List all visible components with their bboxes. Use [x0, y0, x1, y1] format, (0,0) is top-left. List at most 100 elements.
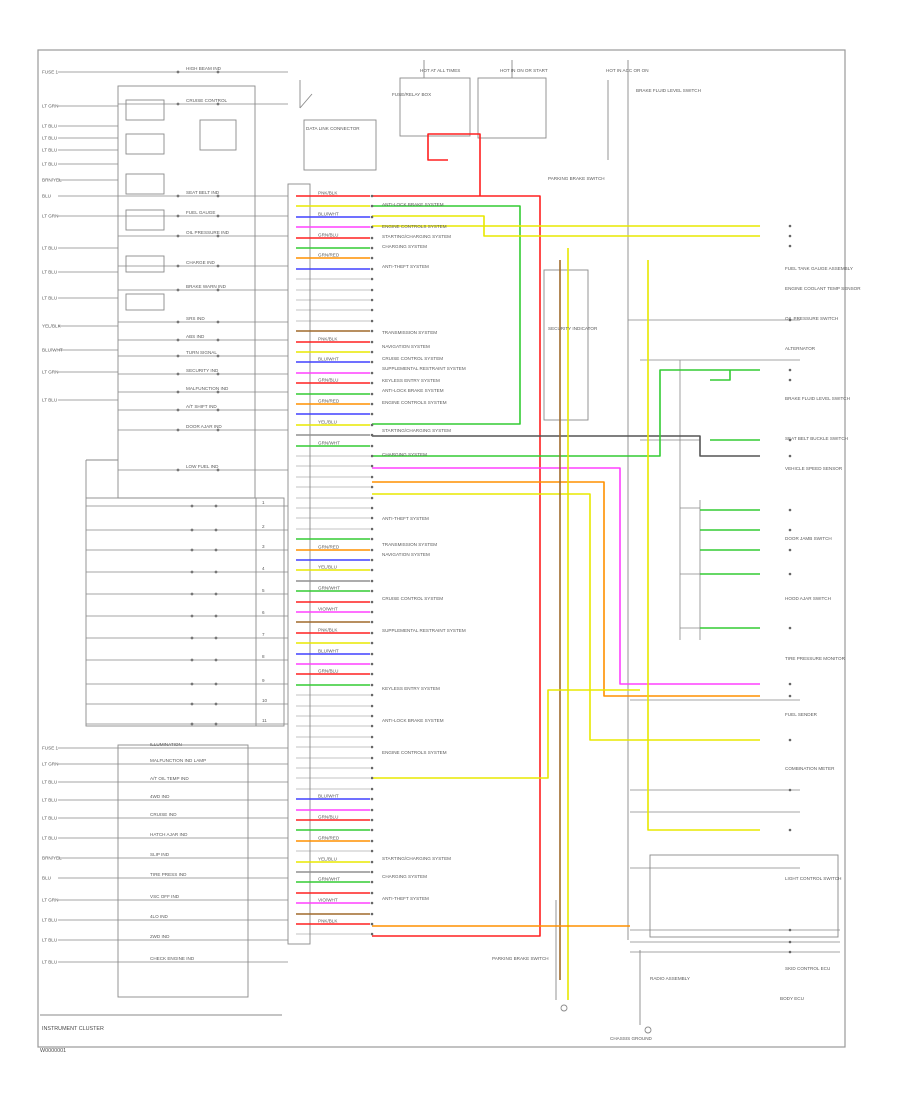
- lower-pin-label: 8: [262, 654, 265, 659]
- indicator-node: [176, 338, 180, 342]
- wire-run: [372, 369, 760, 457]
- connector-pin: [370, 589, 374, 593]
- left-wire-label: LT BLU: [42, 162, 57, 167]
- connector-pin: [370, 735, 374, 739]
- indicator-node: [216, 408, 220, 412]
- lower-pin-label: 7: [262, 632, 265, 637]
- instrument-cluster-caption: INSTRUMENT CLUSTER: [42, 1026, 104, 1032]
- bottom-left-label: LT BLU: [42, 938, 57, 943]
- indicator-node: [176, 234, 180, 238]
- lower-node: [214, 504, 218, 508]
- system-label: KEYLESS ENTRY SYSTEM: [382, 378, 440, 383]
- right-pin: [788, 738, 792, 742]
- indicator-node: [176, 320, 180, 324]
- system-label: NAVIGATION SYSTEM: [382, 344, 430, 349]
- connector-pin: [370, 828, 374, 832]
- connector-pin: [370, 215, 374, 219]
- lower-pin-label: 1: [262, 500, 265, 505]
- bottom-left-label: LT BLU: [42, 816, 57, 821]
- connector-pin: [370, 912, 374, 916]
- connector-pin: [370, 818, 374, 822]
- bottom-left-label: LT BLU: [42, 918, 57, 923]
- wire-color-label: GRN/WHT: [318, 877, 340, 882]
- bottom-indicator-label: 4WD IND: [150, 794, 170, 799]
- lower-node: [214, 722, 218, 726]
- lower-node: [214, 636, 218, 640]
- left-wire-label: LT BLU: [42, 296, 57, 301]
- lower-node: [190, 504, 194, 508]
- connector-pin: [370, 475, 374, 479]
- wire-color-label: BLU/WHT: [318, 357, 339, 362]
- indicator-node: [176, 390, 180, 394]
- wire-color-label: GRN/BLU: [318, 669, 338, 674]
- connector-pin: [370, 340, 374, 344]
- system-label: CRUISE CONTROL SYSTEM: [382, 596, 443, 601]
- connector-pin: [370, 527, 374, 531]
- connector-pin: [370, 891, 374, 895]
- connector-pin: [370, 641, 374, 645]
- system-label: ANTI-LOCK BRAKE SYSTEM: [382, 718, 444, 723]
- connector-pin: [370, 766, 374, 770]
- bottom-indicator-label: SLIP IND: [150, 852, 170, 857]
- top-component-label: PARKING BRAKE SWITCH: [548, 176, 605, 181]
- system-label: ANTI-THEFT SYSTEM: [382, 264, 429, 269]
- wire-run: [647, 260, 760, 831]
- left-wire-label: YEL/BLK: [42, 324, 62, 329]
- indicator-node: [176, 102, 180, 106]
- right-pin: [788, 694, 792, 698]
- connector-pin: [370, 496, 374, 500]
- bottom-indicator-label: A/T OIL TEMP IND: [150, 776, 189, 781]
- top-component-label: HOT IN ACC OR ON: [606, 68, 649, 73]
- indicator-node: [216, 288, 220, 292]
- connector-pin: [370, 756, 374, 760]
- left-wire-label: LT GRN: [42, 214, 58, 219]
- top-component-label: DATA LINK CONNECTOR: [306, 126, 360, 131]
- connector-pin: [370, 745, 374, 749]
- indicator-node: [176, 372, 180, 376]
- bottom-indicator-label: VSC OFF IND: [150, 894, 180, 899]
- connector-pin: [370, 600, 374, 604]
- top-component-label: HOT IN ON OR START: [500, 68, 548, 73]
- indicator-node: [216, 320, 220, 324]
- connector-pin: [370, 319, 374, 323]
- left-wire-label: LT BLU: [42, 148, 57, 153]
- lower-pin-label: 10: [262, 698, 268, 703]
- system-label: ENGINE CONTROLS SYSTEM: [382, 224, 447, 229]
- lower-node: [214, 682, 218, 686]
- connector-pin: [370, 433, 374, 437]
- lower-node: [214, 548, 218, 552]
- indicator-label: TURN SIGNAL: [186, 350, 217, 355]
- wire-color-label: GRN/RED: [318, 545, 340, 550]
- lower-pin-label: 11: [262, 718, 267, 723]
- top-component-label: FUSE/RELAY BOX: [392, 92, 431, 97]
- connector-pin: [370, 204, 374, 208]
- system-label: CHARGING SYSTEM: [382, 244, 427, 249]
- indicator-node: [176, 70, 180, 74]
- indicator-node: [176, 288, 180, 292]
- system-label: KEYLESS ENTRY SYSTEM: [382, 686, 440, 691]
- lower-node: [190, 548, 194, 552]
- indicator-node: [216, 354, 220, 358]
- connector-pin: [370, 901, 374, 905]
- connector-pin: [370, 693, 374, 697]
- bottom-indicator-label: 2WD IND: [150, 934, 170, 939]
- system-label: STARTING/CHARGING SYSTEM: [382, 428, 451, 433]
- connector-pin: [370, 381, 374, 385]
- colored-wires: [296, 133, 760, 1000]
- connector-pin: [370, 506, 374, 510]
- right-pin: [788, 682, 792, 686]
- wire-color-label: GRN/RED: [318, 399, 340, 404]
- indicator-label: SRS IND: [186, 316, 205, 321]
- right-pin: [788, 454, 792, 458]
- system-label: SUPPLEMENTAL RESTRAINT SYSTEM: [382, 628, 466, 633]
- bottom-indicator-label: CHECK ENGINE IND: [150, 956, 195, 961]
- connector-pin: [370, 849, 374, 853]
- connector-pin: [370, 548, 374, 552]
- connector-pin: [370, 568, 374, 572]
- indicator-label: OIL PRESSURE IND: [186, 230, 230, 235]
- system-label: CRUISE CONTROL SYSTEM: [382, 356, 443, 361]
- right-component-label: FUEL TANK GAUGE ASSEMBLY: [785, 266, 853, 271]
- connector-pin: [370, 922, 374, 926]
